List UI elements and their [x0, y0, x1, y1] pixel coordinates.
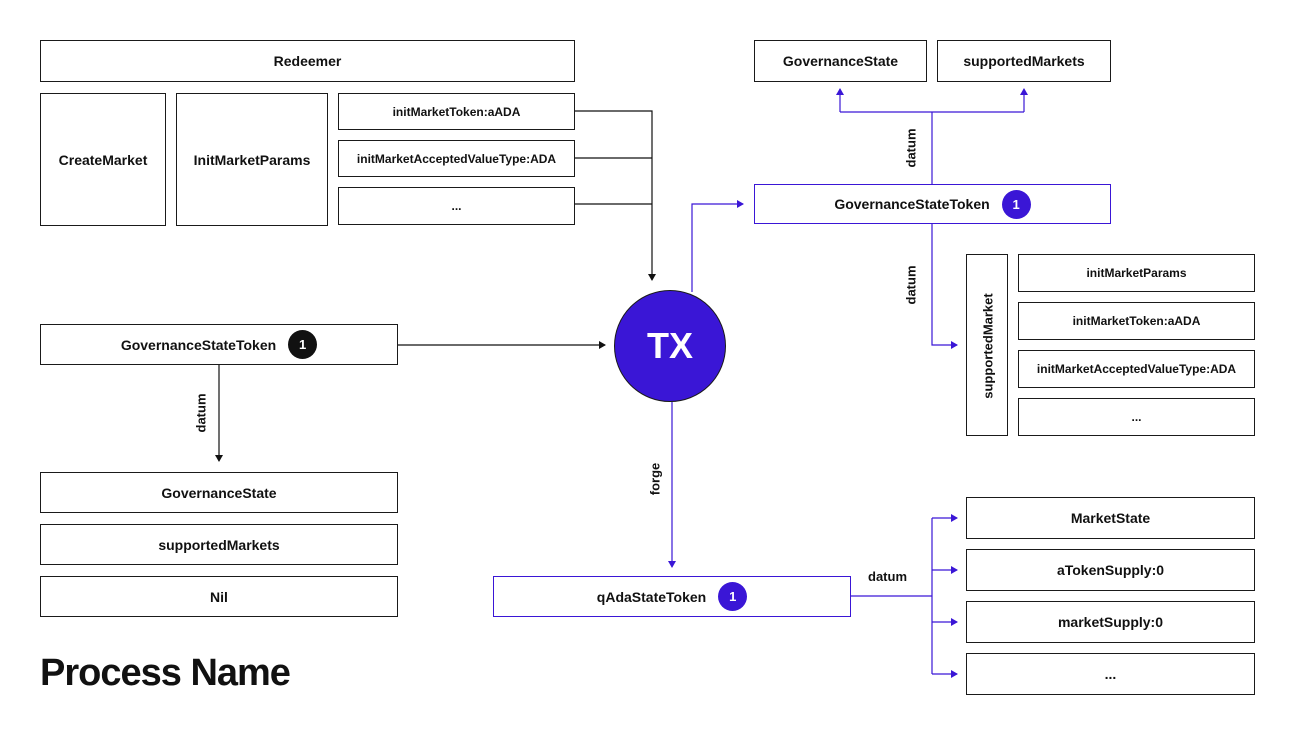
output-token-count-badge: 1 [1001, 189, 1031, 219]
tx-node: TX [614, 290, 726, 402]
output-token-label: GovernanceStateToken [834, 196, 990, 212]
redeemer-param: initMarketAcceptedValueType:ADA [338, 140, 575, 177]
supported-market-label: supportedMarket [980, 293, 996, 399]
forge-label: forge [647, 462, 663, 496]
forged-datum-field: aTokenSupply:0 [966, 549, 1255, 591]
forged-datum-field: ... [966, 653, 1255, 695]
supported-market-field: ... [1018, 398, 1255, 436]
supported-market-field: initMarketToken:aADA [1018, 302, 1255, 340]
supported-market-container: supportedMarket [966, 254, 1008, 436]
input-token-count-badge: 1 [288, 330, 318, 359]
output-datum-label-bottom: datum [903, 265, 919, 305]
output-governance-token: GovernanceStateToken 1 [754, 184, 1111, 224]
output-datum-field: supportedMarkets [937, 40, 1111, 82]
supported-market-field: initMarketParams [1018, 254, 1255, 292]
forged-datum-field: marketSupply:0 [966, 601, 1255, 643]
redeemer-params-group: InitMarketParams [176, 93, 328, 226]
forged-token-label: qAdaStateToken [596, 588, 707, 605]
redeemer-param: ... [338, 187, 575, 225]
forged-token-count-badge: 1 [718, 582, 748, 611]
output-datum-label-top: datum [903, 128, 919, 168]
input-datum-field: supportedMarkets [40, 524, 398, 565]
redeemer-action: CreateMarket [40, 93, 166, 226]
output-datum-field: GovernanceState [754, 40, 927, 82]
input-datum-label: datum [193, 393, 209, 433]
page-title: Process Name [40, 652, 291, 694]
forged-datum-label: datum [868, 569, 907, 584]
input-datum-field: GovernanceState [40, 472, 398, 513]
forged-token: qAdaStateToken 1 [493, 576, 851, 617]
input-datum-field: Nil [40, 576, 398, 617]
redeemer-header: Redeemer [40, 40, 575, 82]
input-token-label: GovernanceStateToken [120, 336, 277, 353]
supported-market-field: initMarketAcceptedValueType:ADA [1018, 350, 1255, 388]
input-governance-token: GovernanceStateToken 1 [40, 324, 398, 365]
forged-datum-field: MarketState [966, 497, 1255, 539]
tx-output-lines [668, 88, 1028, 678]
redeemer-to-tx-lines [215, 110, 656, 462]
redeemer-param: initMarketToken:aADA [338, 93, 575, 130]
